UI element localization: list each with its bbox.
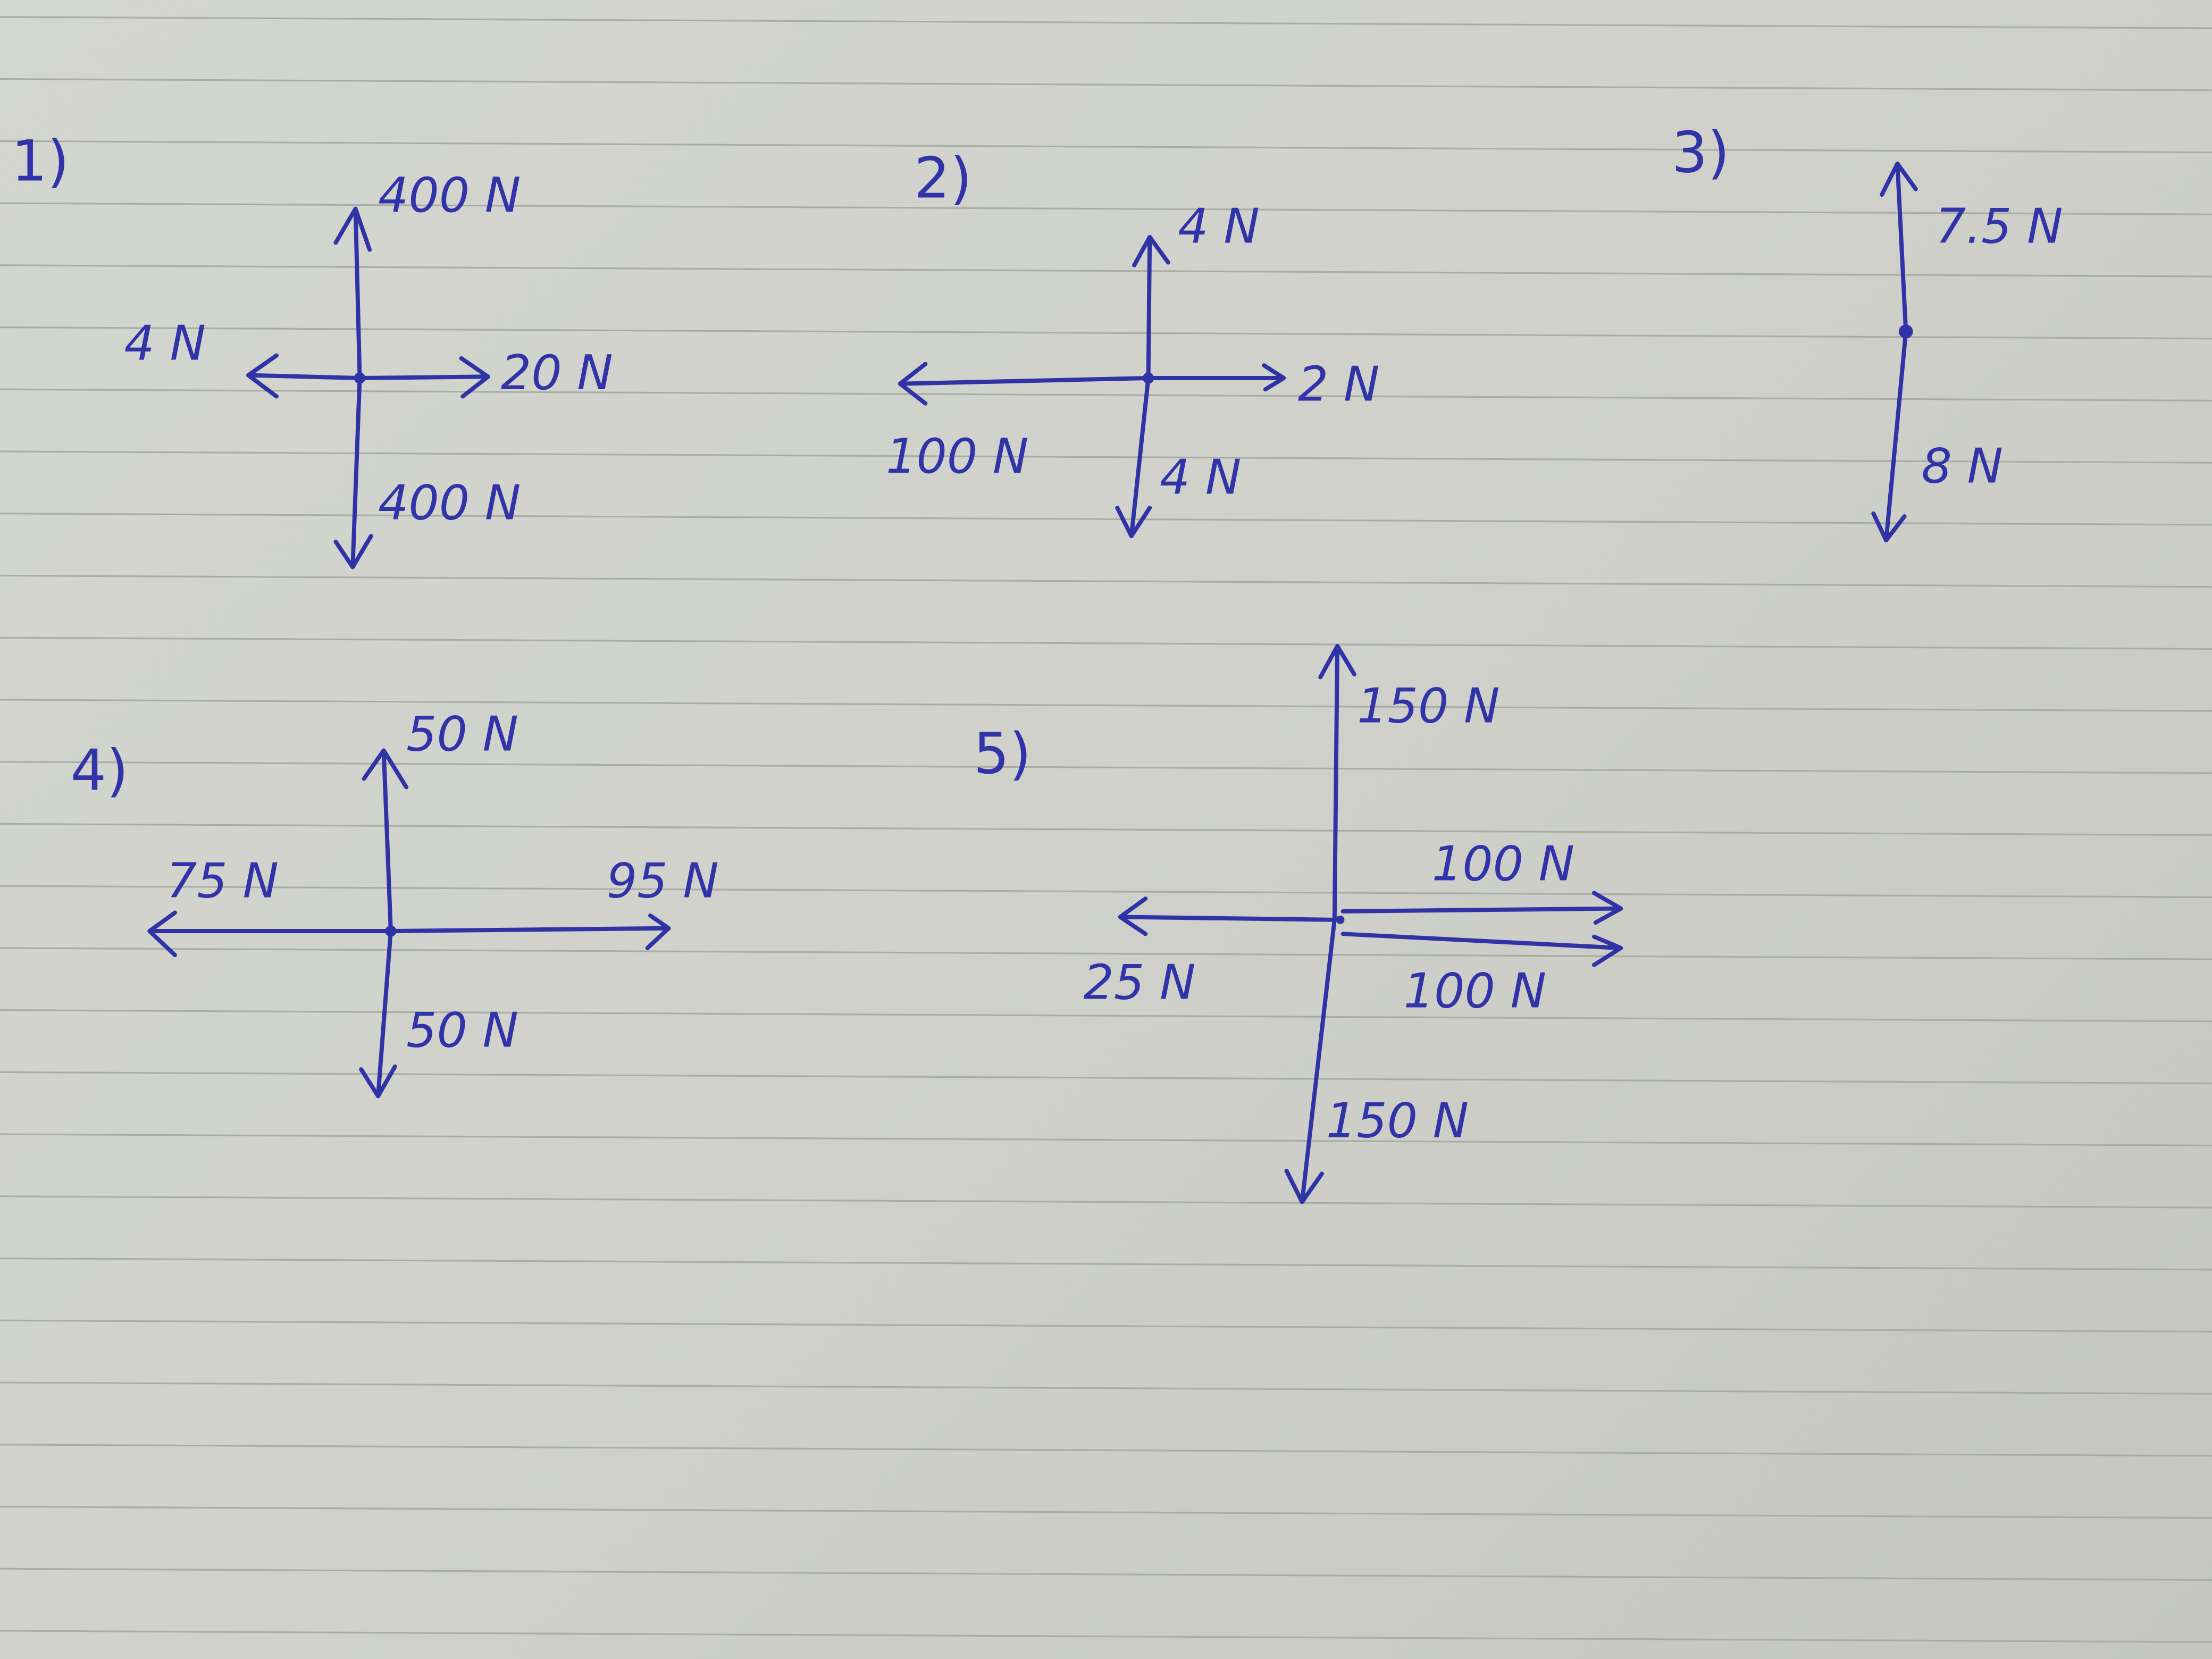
arrow-down	[1115, 376, 1152, 539]
ruled-line	[0, 202, 2212, 215]
diagram-4: 4) 50 N 75 N 95 N 50 N	[71, 706, 719, 1099]
ruled-line	[0, 1630, 2212, 1643]
label-right: 20 N	[501, 345, 613, 401]
arrow-down	[333, 376, 373, 569]
ruled-line	[0, 388, 2212, 402]
ruled-line	[0, 513, 2212, 526]
label-down: 4 N	[1160, 450, 1242, 506]
ruled-line	[0, 1319, 2212, 1333]
arrow-right-top	[1340, 891, 1623, 925]
label-up: 400 N	[378, 167, 521, 223]
ruled-line	[0, 78, 2212, 91]
ruled-line	[0, 636, 2212, 650]
arrow-left	[246, 353, 362, 399]
arrow-left	[1118, 896, 1337, 936]
label-right: 2 N	[1298, 356, 1380, 412]
ruled-line	[0, 264, 2212, 278]
ruled-line	[0, 1568, 2212, 1581]
ruled-lines	[0, 16, 2212, 1643]
diagram-3: 3) 7.5 N 8 N	[1672, 120, 2063, 543]
label-left: 75 N	[166, 853, 279, 909]
arrow-down	[1284, 917, 1337, 1204]
arrow-up	[1880, 161, 1918, 334]
arrow-left	[147, 910, 393, 958]
ruled-line	[0, 823, 2212, 836]
point	[1142, 372, 1154, 384]
ruled-line	[0, 1133, 2212, 1146]
label-up: 4 N	[1178, 198, 1260, 254]
label-up: 7.5 N	[1936, 198, 2063, 254]
ruled-line	[0, 1444, 2212, 1457]
arrow-up	[1318, 644, 1356, 922]
ruled-line	[0, 574, 2212, 588]
ruled-line	[0, 326, 2212, 340]
label-up: 150 N	[1357, 678, 1499, 734]
diagram-2: 2) 4 N 100 N 2 N 4 N	[886, 145, 1380, 539]
ruled-line	[0, 1381, 2212, 1395]
arrow-right	[1146, 363, 1286, 392]
arrow-right	[357, 356, 490, 399]
point	[1899, 324, 1913, 339]
point	[385, 925, 397, 937]
ruled-line	[0, 761, 2212, 774]
ruled-line	[0, 885, 2212, 898]
label-up: 50 N	[406, 706, 518, 762]
diagram-number: 5)	[974, 721, 1032, 787]
arrow-down	[359, 929, 397, 1099]
label-left: 4 N	[124, 316, 206, 372]
arrow-up	[362, 748, 409, 933]
arrow-right	[388, 913, 671, 950]
diagram-1: 1) 400 N 4 N 20 N 400 N	[11, 129, 613, 569]
label-left: 25 N	[1084, 954, 1196, 1010]
label-right-top: 100 N	[1432, 836, 1574, 892]
arrow-right-bottom	[1340, 932, 1623, 967]
diagram-5: 5) 150 N 25 N 100 N 100 N 150 N	[974, 644, 1623, 1204]
diagram-number: 2)	[914, 145, 972, 211]
ruled-line	[0, 140, 2212, 154]
diagram-number: 3)	[1672, 120, 1730, 186]
diagram-number: 4)	[71, 738, 129, 804]
arrow-left	[898, 362, 1151, 406]
label-down: 8 N	[1921, 438, 2003, 494]
arrow-up	[333, 206, 372, 380]
ruled-line	[0, 16, 2212, 29]
ruled-line	[0, 450, 2212, 464]
ruled-line	[0, 947, 2212, 960]
ruled-line	[0, 1195, 2212, 1209]
arrow-up	[1132, 234, 1170, 380]
label-left: 100 N	[886, 429, 1028, 484]
ruled-line	[0, 1505, 2212, 1519]
diagram-number: 1)	[11, 129, 69, 195]
ruled-line	[0, 1009, 2212, 1023]
point	[1336, 915, 1345, 924]
label-down: 150 N	[1326, 1093, 1469, 1149]
ruled-line	[0, 1257, 2212, 1271]
arrow-down	[1871, 329, 1908, 543]
label-down: 50 N	[406, 1003, 518, 1059]
point	[354, 372, 366, 384]
label-right: 95 N	[607, 853, 719, 909]
label-right-bottom: 100 N	[1404, 963, 1546, 1019]
label-down: 400 N	[378, 475, 521, 531]
ruled-line	[0, 699, 2212, 712]
ruled-line	[0, 1071, 2212, 1085]
